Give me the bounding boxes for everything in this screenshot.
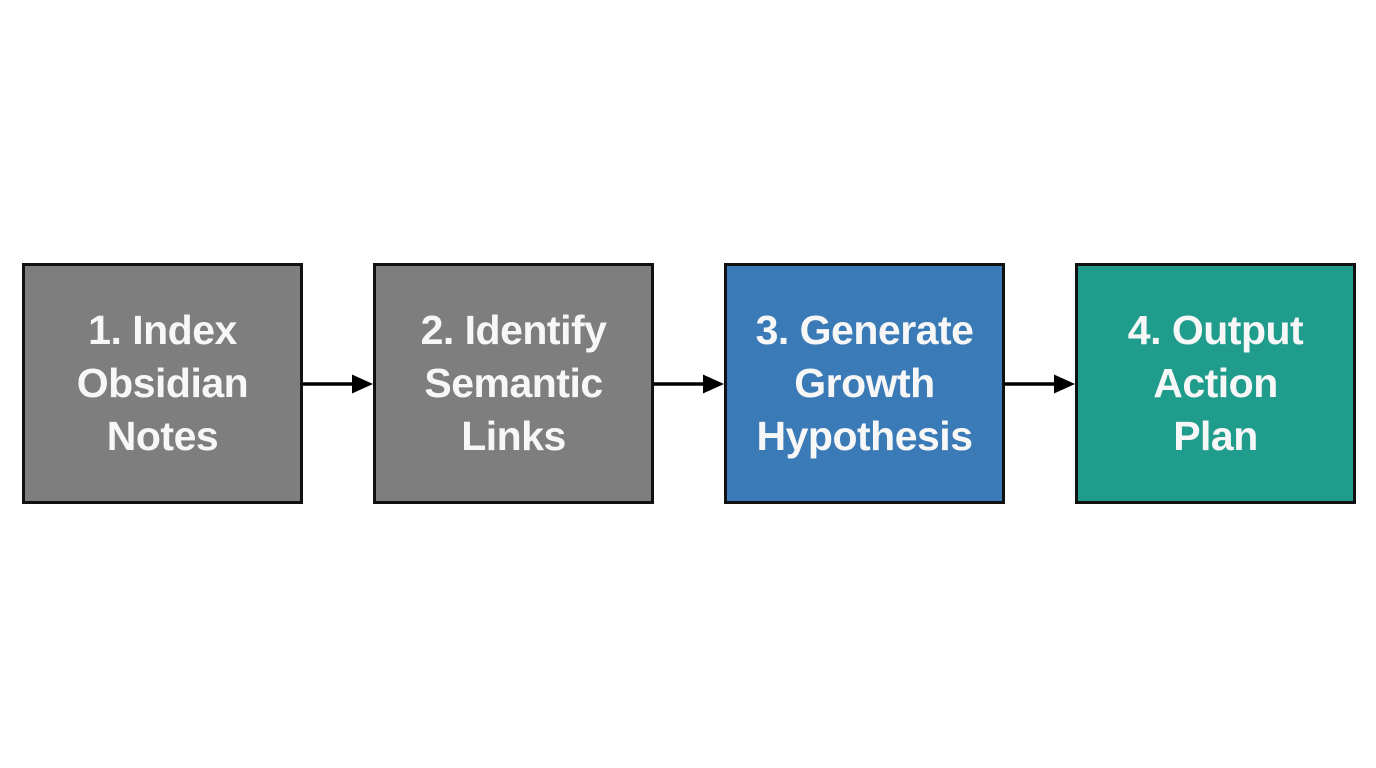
flow-step-2-label: 2. Identify Semantic Links: [420, 307, 607, 459]
arrow-right-icon: [654, 374, 724, 393]
flow-step-3-label: 3. Generate Growth Hypothesis: [755, 307, 974, 459]
flow-step-4-label: 4. Output Action Plan: [1127, 307, 1304, 459]
arrow-right-icon: [1005, 374, 1075, 393]
flow-step-1-label: 1. Index Obsidian Notes: [76, 307, 249, 459]
flow-step-3: 3. Generate Growth Hypothesis: [724, 263, 1005, 504]
flow-row: 1. Index Obsidian Notes 2. Identify Sema…: [22, 263, 1356, 504]
flow-step-2: 2. Identify Semantic Links: [373, 263, 654, 504]
arrow-right-icon: [303, 374, 373, 393]
flow-step-4: 4. Output Action Plan: [1075, 263, 1356, 504]
flow-step-1: 1. Index Obsidian Notes: [22, 263, 303, 504]
